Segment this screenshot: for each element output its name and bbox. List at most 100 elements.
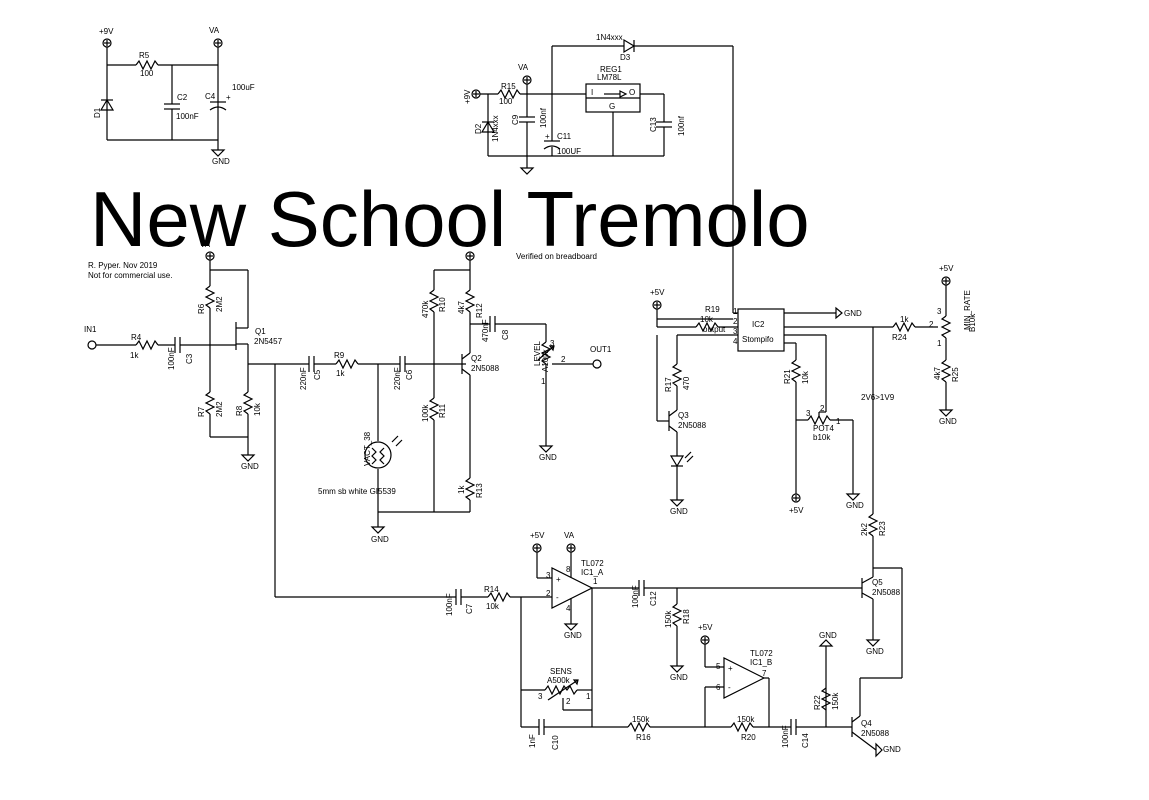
wire-segment (619, 90, 628, 98)
schematic-label: 1k (900, 315, 909, 324)
r6-resistor (204, 285, 216, 309)
schematic-label: R11 (438, 403, 447, 418)
wire-segment (668, 425, 678, 433)
schematic-label: 100UF (557, 147, 581, 156)
schematic-label: 150k (632, 715, 650, 724)
r20-resistor (730, 721, 754, 733)
schematic-label: 100nF (781, 725, 790, 748)
schematic-label: 6 (716, 683, 721, 692)
va-terminal-top: VA (209, 26, 223, 48)
schematic-label: Q4 (861, 719, 872, 728)
schematic-label: 10k (801, 370, 810, 384)
schematic-label: + (226, 93, 231, 102)
schematic-label: IN1 (84, 325, 97, 334)
schematic-label: 3 (937, 307, 942, 316)
ground-symbol: GND (669, 499, 688, 516)
r7-resistor (204, 391, 216, 415)
plus5v-terminal-pot: +5V (789, 493, 804, 515)
schematic-label: 1N4xxx (596, 33, 623, 42)
schematic-label: R5 (139, 51, 150, 60)
wire-segment (461, 368, 471, 376)
schematic-label: C3 (185, 353, 194, 364)
schematic-label: 2V6>1V9 (861, 393, 895, 402)
schematic-label: R20 (741, 733, 756, 742)
plus5v-terminal-ic1: +5V (530, 531, 545, 553)
plus9v-terminal: +9V (99, 27, 114, 48)
schematic-label: R16 (636, 733, 651, 742)
schematic-label: 1N4xxx (491, 115, 500, 142)
pot4-potentiometer (807, 414, 831, 426)
schematic-label: VA (200, 240, 211, 249)
va-terminal-q2 (465, 251, 475, 261)
schematic-label: 2 (929, 320, 934, 329)
schematic-label: R19 (705, 305, 720, 314)
ic1a-opamp (551, 567, 594, 609)
schematic-label: Stompifo (742, 335, 774, 344)
schematic-label: - (728, 683, 731, 692)
schematic-label: 3 (733, 327, 738, 336)
plus9v-terminal-2: +9V (463, 89, 481, 104)
schematic-label: GND (539, 453, 557, 462)
schematic-label: IC2 (752, 320, 765, 329)
schematic-label: +5V (789, 506, 804, 515)
schematic-label: 3 (546, 571, 551, 580)
schematic-label: D1 (93, 107, 102, 118)
schematic-label: + (545, 132, 550, 141)
in1-jack (87, 340, 97, 350)
out1-jack (592, 359, 602, 369)
r8-resistor (242, 391, 254, 415)
schematic-label: +9V (463, 89, 472, 104)
schematic-label: A100k (541, 348, 550, 372)
schematic-label: 4k7 (933, 367, 942, 380)
schematic-label: C10 (551, 735, 560, 750)
schematic-label: R23 (878, 521, 887, 536)
d2-diode (480, 120, 496, 133)
schematic-label: TL072 (581, 559, 604, 568)
schematic-label: 100 (140, 69, 154, 78)
schematic-label: 4k7 (457, 301, 466, 314)
regulator-section: +9V R15 100 VA D2 1N4xxx C9 100nf + C11 … (463, 33, 734, 313)
schematic-label: R13 (475, 483, 484, 498)
schematic-label: R24 (892, 333, 907, 342)
wire-segment (572, 679, 579, 686)
schematic-label: B10k (968, 313, 977, 332)
r24-resistor (892, 321, 916, 333)
ground-symbol-inverted: GND (818, 631, 837, 647)
schematic-label: R6 (197, 303, 206, 314)
wire-segment (669, 499, 685, 507)
schematic-label: +5V (650, 288, 665, 297)
wire-segment (240, 454, 256, 462)
ground-symbol: GND (669, 665, 688, 682)
r17-resistor (671, 363, 683, 387)
wire-segment (851, 715, 861, 723)
schematic-label: 2 (566, 697, 571, 706)
schematic-label: IC1_B (750, 658, 772, 667)
schematic-label: 220nF (393, 367, 402, 390)
schematic-label: Q2 (471, 354, 482, 363)
schematic-label: VA (564, 531, 575, 540)
schematic-label: 2 (733, 317, 738, 326)
schematic-label: 3 (550, 339, 555, 348)
lfo-section: +5V R19 10k output IC2 Stompifo 1 2 3 4 … (650, 264, 977, 516)
schematic-label: 220nF (299, 367, 308, 390)
power-filter-section: +9V VA R5 100 C2 100nF C4 + 100uF D1 (93, 26, 255, 166)
schematic-label: +5V (939, 264, 954, 273)
schematic-label: +9V (99, 27, 114, 36)
schematic-label: Q5 (872, 578, 883, 587)
r25-resistor (940, 359, 952, 383)
wire-segment (538, 445, 554, 453)
schematic-label: 1 (937, 339, 942, 348)
schematic-label: 3 (806, 409, 811, 418)
schematic-title: New School Tremolo (90, 175, 810, 263)
schematic-label: 2 (820, 404, 825, 413)
schematic-label: 100nf (539, 107, 548, 128)
schematic-label: R7 (197, 406, 206, 417)
schematic-label: C2 (177, 93, 188, 102)
schematic-label: b10k (813, 433, 831, 442)
r21-resistor (790, 359, 802, 383)
wire-segment (865, 639, 881, 647)
schematic-label: 100nF (631, 585, 640, 608)
r5-resistor (135, 59, 159, 71)
wire-segment (861, 592, 874, 600)
